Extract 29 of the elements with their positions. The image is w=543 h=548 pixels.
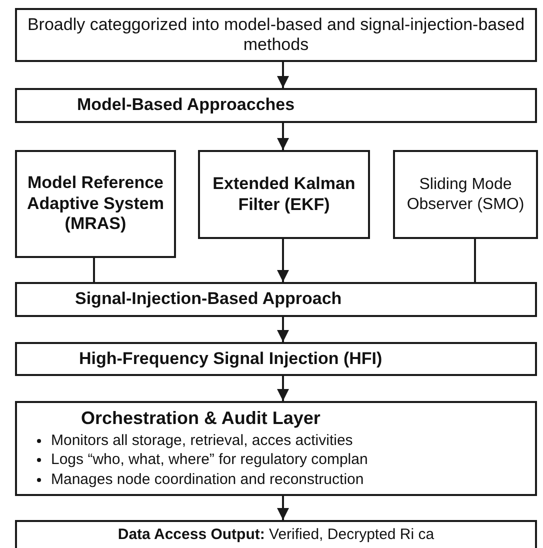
- process-box: [15, 150, 176, 258]
- arrow: [277, 376, 289, 401]
- arrow: [277, 123, 289, 150]
- box-heading: Orchestration & Audit Layer: [81, 408, 320, 429]
- process-box: [15, 8, 537, 62]
- bullet-item: Manages node coordination and reconstruction: [25, 470, 364, 490]
- box-text: Signal-Injection-Based Approach: [75, 289, 342, 310]
- box-text: Broadly categgorized into model-based and signal-injection-based methods: [26, 14, 526, 56]
- arrow: [277, 239, 289, 282]
- bullet-item: Monitors all storage, retrieval, acces activities: [25, 430, 353, 450]
- connector-line: [93, 258, 95, 282]
- process-box: [15, 401, 537, 496]
- process-box: [15, 520, 537, 548]
- process-box: [15, 282, 537, 317]
- arrow: [277, 317, 289, 342]
- process-box: [15, 88, 537, 123]
- box-text: Model-Based Approacches: [77, 95, 295, 116]
- process-box: [393, 150, 538, 239]
- box-text: Data Access Output: Verified, Decrypted Ri ca: [118, 526, 434, 544]
- bullet-item: Logs “who, what, where” for regulatory complan: [25, 450, 368, 470]
- arrow: [277, 62, 289, 88]
- box-text: High-Frequency Signal Injection (HFI): [79, 348, 382, 370]
- process-box: [15, 342, 537, 376]
- box-text: Extended Kalman Filter (EKF): [212, 174, 356, 215]
- box-text: Sliding Mode Observer (SMO): [406, 175, 526, 214]
- arrow: [277, 496, 289, 520]
- box-text: Model Reference Adaptive System (MRAS): [26, 173, 165, 235]
- connector-line: [474, 239, 476, 282]
- process-box: [198, 150, 370, 239]
